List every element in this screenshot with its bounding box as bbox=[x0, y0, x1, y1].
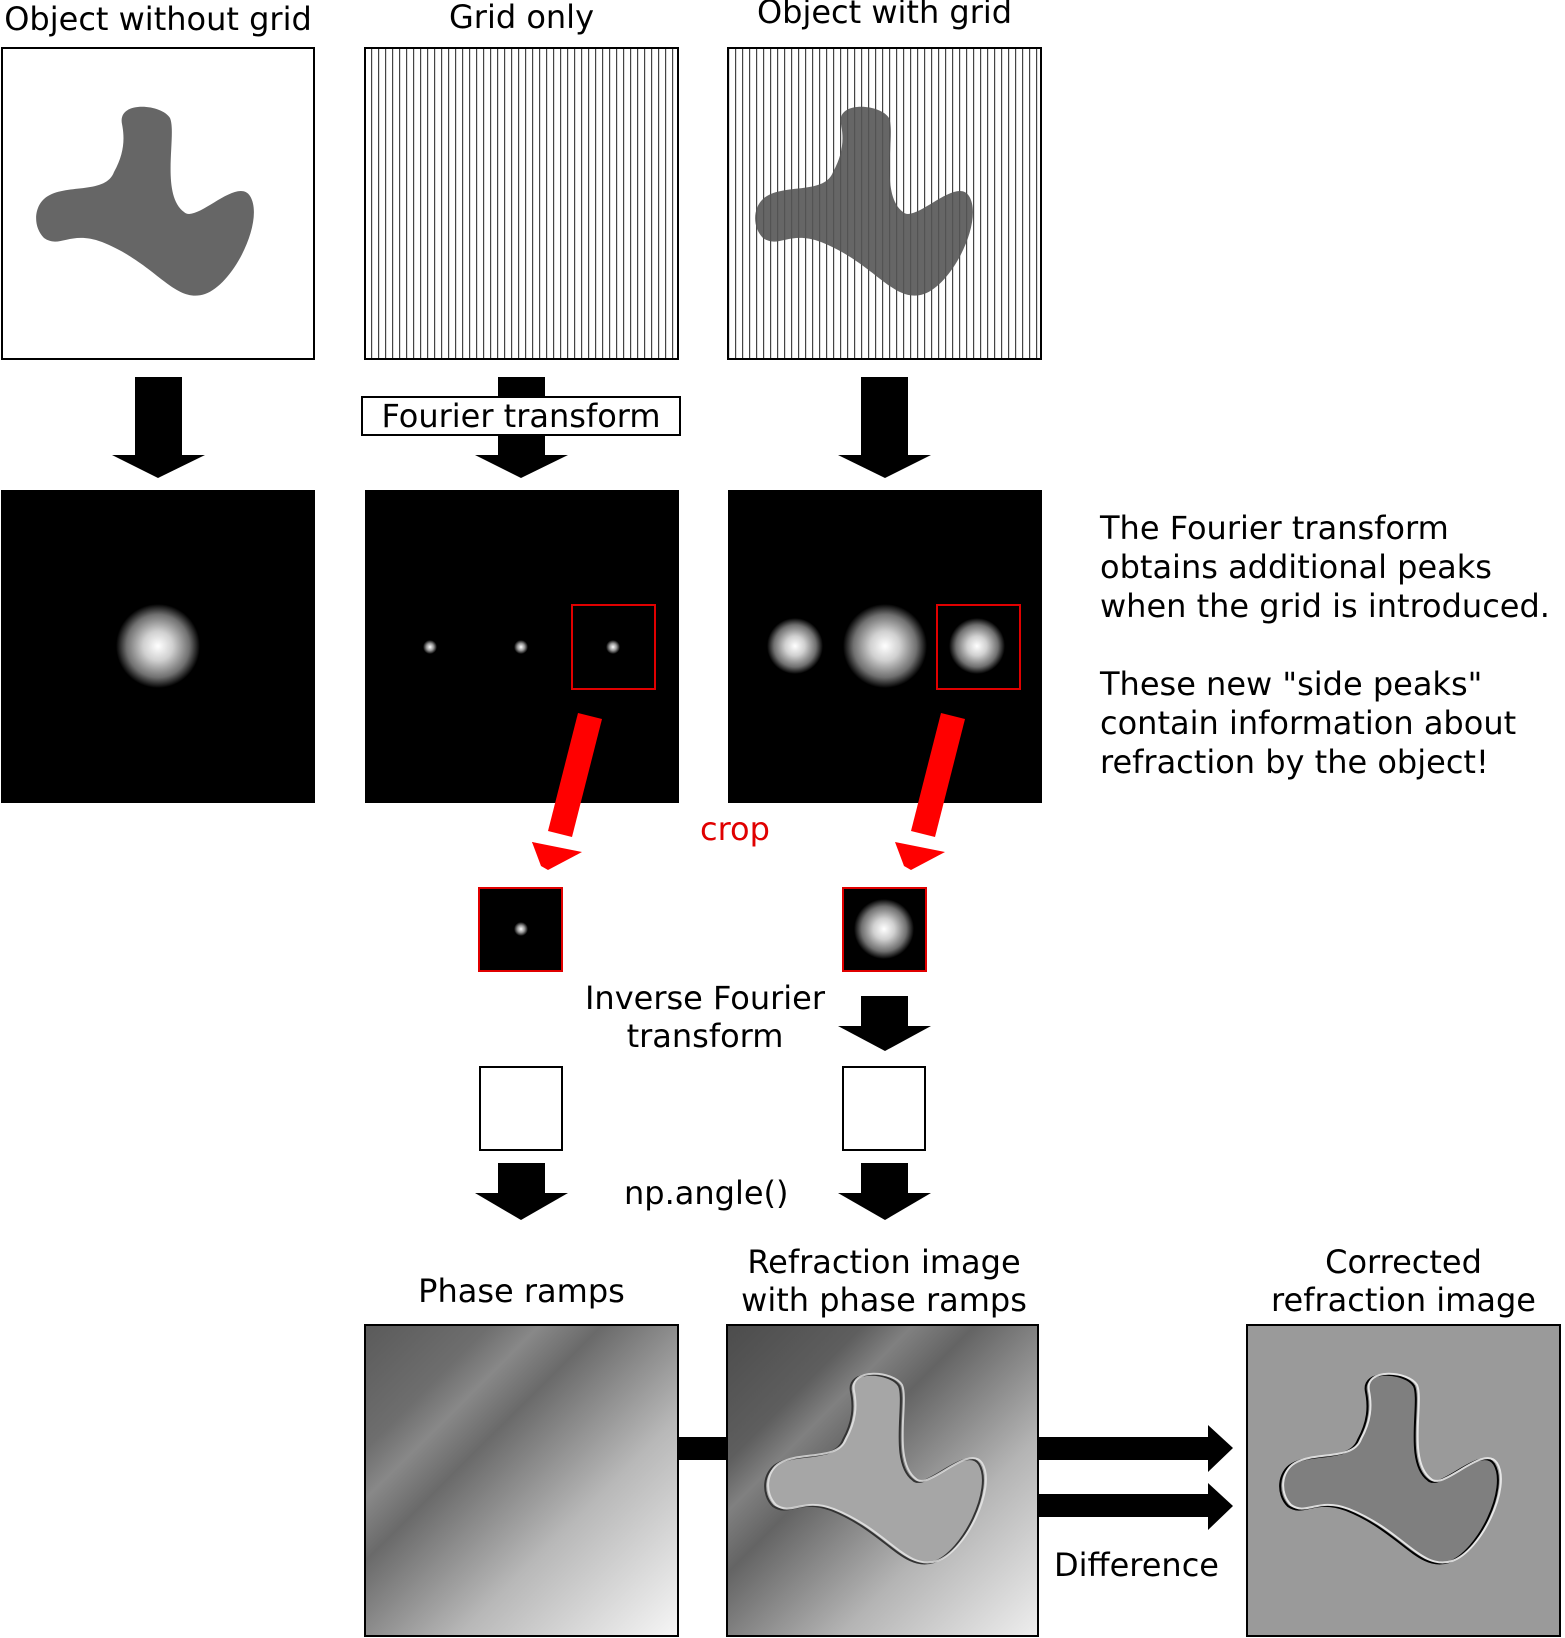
crop-box-object-with-grid bbox=[936, 604, 1021, 690]
crop-arrow-right bbox=[895, 713, 965, 870]
corrected-refraction-image bbox=[1246, 1324, 1561, 1637]
spectrum-object-without-grid bbox=[1, 490, 315, 803]
title-refraction-line2: with phase ramps bbox=[741, 1281, 1027, 1319]
description-line-5: contain information about bbox=[1100, 704, 1517, 742]
description-line-6: refraction by the object! bbox=[1100, 743, 1489, 781]
down-arrow-3 bbox=[838, 377, 931, 478]
crop-arrow-left bbox=[532, 713, 602, 870]
down-arrow-angle-right bbox=[838, 1163, 931, 1220]
inverse-result-grid-only bbox=[479, 1066, 563, 1151]
down-arrow-1 bbox=[112, 377, 205, 478]
label-crop: crop bbox=[700, 810, 770, 848]
title-object-with-grid: Object with grid bbox=[756, 0, 1013, 31]
panel-object-without-grid bbox=[1, 47, 315, 360]
label-inverse-fourier-line1: Inverse Fourier bbox=[584, 979, 826, 1017]
title-phase-ramps: Phase ramps bbox=[418, 1272, 625, 1310]
description-line-2: obtains additional peaks bbox=[1100, 548, 1492, 586]
down-arrow-inverse-fourier bbox=[838, 996, 931, 1051]
refraction-with-ramps-image bbox=[726, 1324, 1039, 1637]
spectrum-grid-only bbox=[365, 490, 679, 803]
title-corrected-line1: Corrected bbox=[1325, 1243, 1482, 1281]
label-difference: Difference bbox=[1054, 1546, 1219, 1584]
fourier-transform-box bbox=[361, 396, 681, 436]
cropped-peak-grid-only bbox=[478, 887, 563, 972]
label-fourier-transform: Fourier transform bbox=[381, 397, 661, 435]
difference-arrow-bottom bbox=[1038, 1483, 1233, 1530]
difference-arrow-top bbox=[1038, 1425, 1233, 1472]
cropped-peak-object-with-grid bbox=[842, 887, 927, 972]
inverse-result-object-with-grid bbox=[842, 1066, 926, 1151]
title-object-without-grid: Object without grid bbox=[4, 0, 312, 38]
description-line-4: These new "side peaks" bbox=[1100, 665, 1483, 703]
connector-bar bbox=[678, 1437, 728, 1460]
description-line-1: The Fourier transform bbox=[1100, 509, 1449, 547]
title-grid-only: Grid only bbox=[448, 0, 594, 36]
label-inverse-fourier-line2: transform bbox=[626, 1017, 784, 1055]
description-line-3: when the grid is introduced. bbox=[1100, 587, 1550, 625]
panel-grid-only bbox=[364, 47, 679, 360]
panel-object-with-grid bbox=[727, 47, 1042, 360]
title-corrected-line2: refraction image bbox=[1271, 1281, 1536, 1319]
label-np-angle: np.angle() bbox=[624, 1174, 789, 1212]
crop-box-grid-only bbox=[571, 604, 656, 690]
phase-ramps-image bbox=[364, 1324, 679, 1637]
down-arrow-angle-left bbox=[475, 1163, 568, 1220]
spectrum-object-with-grid bbox=[728, 490, 1042, 803]
title-refraction-line1: Refraction image bbox=[747, 1243, 1021, 1281]
